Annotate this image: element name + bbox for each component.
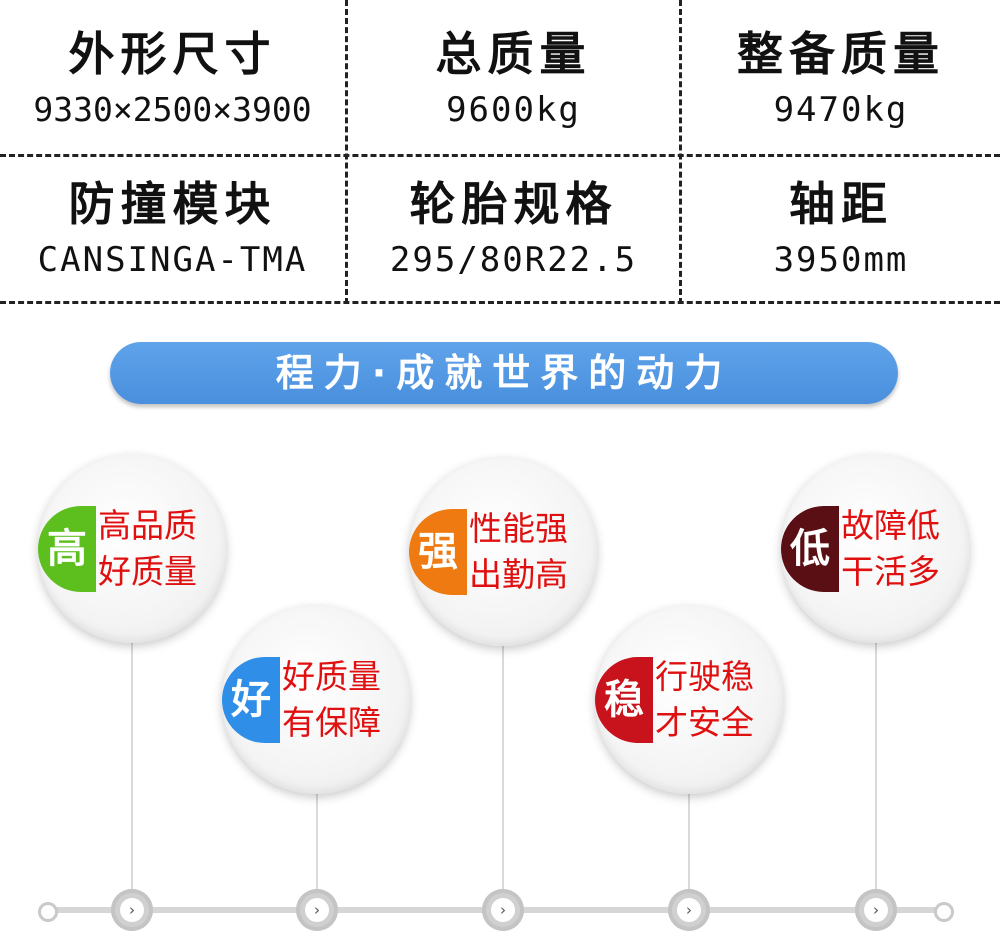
feature-line: 有保障 [282,703,381,742]
feature-line: 才安全 [655,703,754,742]
feature-line: 性能强 [469,509,568,548]
feature-badge: 好 [222,657,280,743]
feature-line: 好质量 [98,552,197,591]
slogan-banner: 程力·成就世界的动力 [110,342,898,404]
feature-circle-safety: 稳 行驶稳 才安全 [595,606,783,794]
timeline-node[interactable]: › [482,889,524,931]
feature-badge: 强 [409,509,467,595]
spec-cell-crash-module: 防撞模块 CANSINGA-TMA [0,150,345,300]
chevron-right-icon: › [120,898,144,922]
feature-circle-performance: 强 性能强 出勤高 [409,458,597,646]
feature-line: 干活多 [841,552,940,591]
chevron-right-icon: › [305,898,329,922]
feature-text: 性能强 出勤高 [469,506,597,598]
spec-value: 3950mm [773,240,909,280]
feature-badge: 低 [781,506,839,592]
spec-label: 轮胎规格 [409,177,618,231]
spec-cell-total-mass: 总质量 9600kg [348,0,679,154]
feature-line: 行驶稳 [655,657,754,696]
timeline-node[interactable]: › [296,889,338,931]
feature-badge: 高 [38,506,96,592]
table-divider [0,154,1000,157]
spec-value: 9330×2500×3900 [33,90,312,129]
spec-cell-tire: 轮胎规格 295/80R22.5 [348,150,679,300]
timeline-start-dot [38,902,58,922]
feature-text: 行驶稳 才安全 [655,654,783,746]
spec-cell-dimensions: 外形尺寸 9330×2500×3900 [0,0,345,154]
feature-text: 好质量 有保障 [282,654,410,746]
table-divider [0,301,1000,304]
spec-cell-wheelbase: 轴距 3950mm [682,150,1000,300]
spec-table: 外形尺寸 9330×2500×3900 总质量 9600kg 整备质量 9470… [0,0,1000,304]
spec-label: 外形尺寸 [68,27,277,81]
feature-circle-quality: 高 高品质 好质量 [38,455,226,643]
timeline-node[interactable]: › [855,889,897,931]
slogan-text: 程力·成就世界的动力 [275,351,733,395]
spec-cell-curb-mass: 整备质量 9470kg [682,0,1000,154]
timeline-stem [875,640,877,902]
chevron-right-icon: › [864,898,888,922]
feature-circle-reliability: 低 故障低 干活多 [781,455,969,643]
feature-badge: 稳 [595,657,653,743]
chevron-right-icon: › [491,898,515,922]
spec-value: 9600kg [446,90,581,130]
feature-circle-guarantee: 好 好质量 有保障 [222,606,410,794]
timeline-stem [502,646,504,902]
timeline-end-dot [934,902,954,922]
chevron-right-icon: › [677,898,701,922]
spec-label: 轴距 [789,177,893,231]
spec-label: 总质量 [435,27,592,81]
feature-line: 故障低 [841,506,940,545]
feature-text: 高品质 好质量 [98,503,226,595]
spec-label: 整备质量 [737,27,945,81]
timeline-node[interactable]: › [111,889,153,931]
spec-value: CANSINGA-TMA [37,240,308,280]
spec-value: 9470kg [773,90,909,130]
timeline-stem [688,792,690,902]
feature-text: 故障低 干活多 [841,503,969,595]
timeline-stem [131,640,133,902]
feature-line: 高品质 [98,506,197,545]
spec-value: 295/80R22.5 [389,240,638,280]
feature-line: 出勤高 [469,555,568,594]
timeline-stem [316,792,318,902]
feature-line: 好质量 [282,657,381,696]
table-divider [679,0,682,304]
table-divider [345,0,348,304]
timeline-node[interactable]: › [668,889,710,931]
spec-label: 防撞模块 [68,177,277,231]
